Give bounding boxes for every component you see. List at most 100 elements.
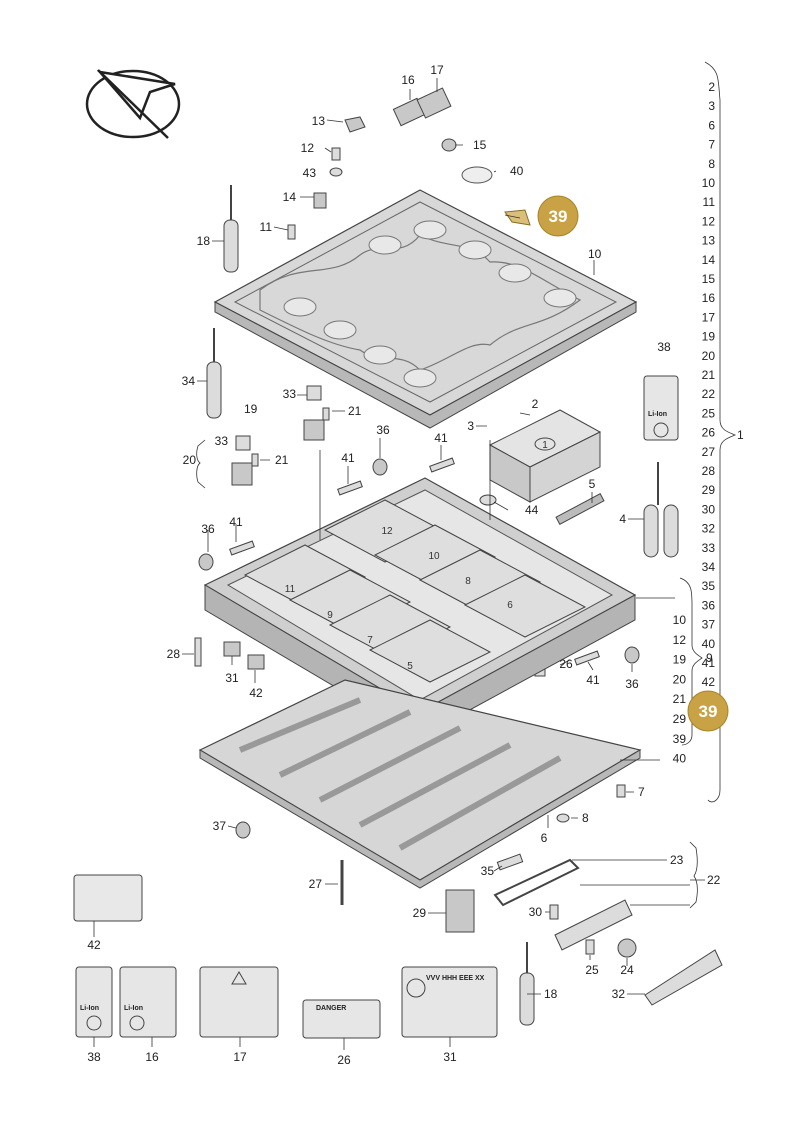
list-item: 3 bbox=[708, 99, 715, 113]
callout-15: 15 bbox=[473, 138, 487, 152]
callout-9: 9 bbox=[706, 651, 713, 665]
list-item: 19 bbox=[702, 330, 716, 344]
highlight-badge-right[interactable]: 39 bbox=[687, 690, 729, 732]
list-item: 40 bbox=[673, 752, 687, 766]
list-item: 34 bbox=[702, 560, 716, 574]
label-26b: DANGER bbox=[302, 999, 381, 1039]
callout-34: 34 bbox=[182, 374, 196, 388]
callout-38b: 38 bbox=[87, 1050, 101, 1064]
callout-1: 1 bbox=[737, 428, 744, 442]
callout-31b: 31 bbox=[443, 1050, 457, 1064]
list-item: 39 bbox=[673, 732, 687, 746]
callout-5: 5 bbox=[589, 477, 596, 491]
callout-38: 38 bbox=[657, 340, 671, 354]
battery-tray[interactable] bbox=[203, 477, 637, 738]
callout-3: 3 bbox=[467, 419, 474, 433]
callout-11: 11 bbox=[260, 220, 273, 234]
sensor-18[interactable] bbox=[223, 185, 239, 273]
svg-text:Li-Ion: Li-Ion bbox=[80, 1005, 99, 1012]
bottom-fasteners[interactable] bbox=[235, 784, 723, 1026]
callout-17: 17 bbox=[430, 63, 444, 77]
top-hardware[interactable] bbox=[287, 87, 531, 240]
callout-42b: 42 bbox=[87, 938, 101, 952]
list-item: 2 bbox=[708, 80, 715, 94]
coolant-connector-4[interactable] bbox=[643, 462, 679, 558]
callout-36: 36 bbox=[376, 423, 390, 437]
label-42 bbox=[73, 874, 143, 922]
svg-text:DANGER: DANGER bbox=[316, 1005, 346, 1012]
module-6: 6 bbox=[507, 600, 513, 611]
callout-43: 43 bbox=[303, 166, 317, 180]
callout-10: 10 bbox=[588, 247, 602, 261]
highlight-badge-top[interactable]: 39 bbox=[537, 195, 579, 237]
module-10: 10 bbox=[428, 551, 440, 562]
list-item: 10 bbox=[673, 613, 687, 627]
list-item: 41 bbox=[702, 656, 716, 670]
list-item: 12 bbox=[702, 214, 716, 228]
svg-text:Li-Ion: Li-Ion bbox=[648, 411, 667, 418]
list-item: 29 bbox=[673, 712, 687, 726]
callout-41: 41 bbox=[434, 431, 448, 445]
callout-17b: 17 bbox=[233, 1050, 247, 1064]
label-16b: Li-Ion bbox=[119, 966, 177, 1038]
callout-2: 2 bbox=[532, 397, 539, 411]
callout-33: 33 bbox=[283, 387, 297, 401]
list-item: 12 bbox=[673, 633, 687, 647]
callout-24: 24 bbox=[620, 963, 634, 977]
callout-18: 18 bbox=[197, 234, 211, 248]
callout-21b: 21 bbox=[275, 453, 289, 467]
callout-42: 42 bbox=[249, 686, 263, 700]
list-item: 42 bbox=[702, 675, 716, 689]
list-item: 40 bbox=[702, 637, 716, 651]
callout-16: 16 bbox=[401, 73, 415, 87]
callout-23: 23 bbox=[670, 853, 684, 867]
callout-19: 19 bbox=[244, 402, 258, 416]
callout-26b: 26 bbox=[337, 1053, 351, 1067]
sensor-34[interactable] bbox=[206, 328, 222, 419]
bottom-plate[interactable] bbox=[198, 679, 642, 889]
callout-18b: 18 bbox=[544, 987, 558, 1001]
callout-44: 44 bbox=[525, 503, 539, 517]
callout-30: 30 bbox=[529, 905, 543, 919]
li-ion-label-38: Li-Ion bbox=[643, 375, 679, 441]
battery-module-2[interactable]: 1 bbox=[488, 409, 602, 503]
list-item: 6 bbox=[708, 118, 715, 132]
list-item: 16 bbox=[702, 291, 716, 305]
list-item: 36 bbox=[702, 598, 716, 612]
callout-21: 21 bbox=[348, 404, 362, 418]
callout-20: 20 bbox=[183, 453, 197, 467]
label-17b bbox=[199, 966, 279, 1038]
connector-pair[interactable] bbox=[231, 385, 330, 486]
module-9: 9 bbox=[327, 610, 333, 621]
list-item: 29 bbox=[702, 483, 716, 497]
list-item: 17 bbox=[702, 310, 716, 324]
brand-logo bbox=[85, 69, 181, 139]
module-5: 5 bbox=[407, 661, 413, 672]
module-label: 1 bbox=[542, 440, 548, 451]
callout-41c: 41 bbox=[229, 515, 243, 529]
callout-27: 27 bbox=[309, 877, 323, 891]
module-7: 7 bbox=[367, 635, 373, 646]
callout-41d: 41 bbox=[586, 673, 600, 687]
callout-22: 22 bbox=[707, 873, 721, 887]
list-item: 8 bbox=[708, 157, 715, 171]
svg-text:Li-Ion: Li-Ion bbox=[124, 1005, 143, 1012]
list-item: 20 bbox=[702, 349, 716, 363]
upper-housing-cover[interactable] bbox=[213, 189, 638, 429]
list-item: 13 bbox=[702, 234, 716, 248]
module-8: 8 bbox=[465, 576, 471, 587]
list-item: 14 bbox=[702, 253, 716, 267]
callout-4: 4 bbox=[619, 512, 626, 526]
callout-26: 26 bbox=[559, 657, 573, 671]
callout-14: 14 bbox=[283, 190, 297, 204]
leader-lines bbox=[93, 61, 737, 1050]
callout-29: 29 bbox=[413, 906, 427, 920]
list-item: 22 bbox=[702, 387, 716, 401]
callout-40: 40 bbox=[510, 164, 524, 178]
callout-numbers: 16 17 13 12 15 43 40 14 11 18 10 34 38 3… bbox=[87, 63, 744, 1067]
module-grid: 12 10 8 6 11 9 7 5 bbox=[243, 499, 587, 683]
callout-32: 32 bbox=[612, 987, 626, 1001]
list-item: 11 bbox=[703, 195, 716, 209]
